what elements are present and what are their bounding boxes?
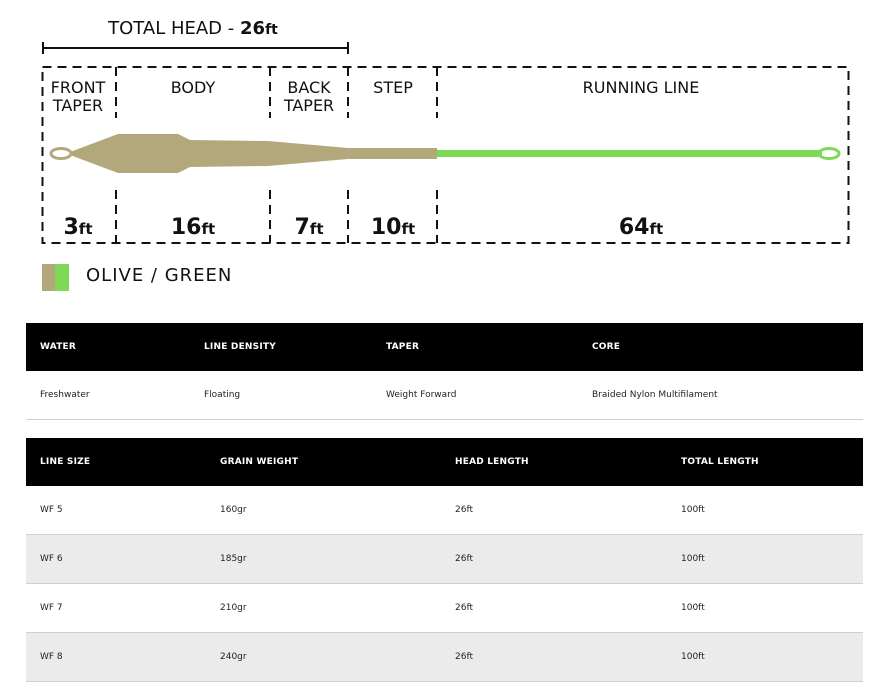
grain-weight-cell: 210gr	[206, 583, 441, 633]
core-value: Braided Nylon Multifilament	[578, 371, 863, 420]
front-loop	[49, 147, 73, 160]
step-length: 10ft	[371, 215, 415, 240]
step-label: STEP	[373, 78, 413, 97]
grain-weight-cell: 185gr	[206, 534, 441, 584]
back-taper-length: 7ft	[294, 215, 323, 240]
running-line-loop	[817, 147, 841, 160]
line-size-table: LINE SIZE GRAIN WEIGHT HEAD LENGTH TOTAL…	[26, 438, 863, 682]
table-row: WF 7 210gr 26ft 100ft	[26, 583, 863, 633]
header-taper: TAPER	[372, 323, 578, 371]
color-swatch	[42, 264, 69, 291]
line-size-cell: WF 8	[26, 632, 206, 682]
line-size-cell: WF 6	[26, 534, 206, 584]
front-taper-label-line2: TAPER	[52, 96, 103, 115]
line-spec-table: WATER LINE DENSITY TAPER CORE Freshwater…	[26, 323, 863, 420]
table-row: WF 5 160gr 26ft 100ft	[26, 486, 863, 535]
water-value: Freshwater	[26, 371, 190, 420]
line-size-cell: WF 7	[26, 583, 206, 633]
body-length: 16ft	[171, 215, 215, 240]
running-line-length: 64ft	[619, 215, 663, 240]
section-dividers	[115, 67, 438, 243]
header-water: WATER	[26, 323, 190, 371]
line-size-cell: WF 5	[26, 486, 206, 535]
table-row: WF 6 185gr 26ft 100ft	[26, 534, 863, 584]
head-length-cell: 26ft	[441, 534, 667, 584]
running-line	[437, 150, 822, 157]
head-length-cell: 26ft	[441, 632, 667, 682]
swatch-green	[55, 264, 69, 291]
color-label: OLIVE / GREEN	[86, 265, 233, 286]
header-head-length: HEAD LENGTH	[441, 438, 667, 486]
back-taper-label-line1: BACK	[287, 78, 331, 97]
taper-value: Weight Forward	[372, 371, 578, 420]
grain-weight-cell: 240gr	[206, 632, 441, 682]
head-profile	[70, 134, 437, 173]
running-line-label: RUNNING LINE	[583, 78, 700, 97]
header-core: CORE	[578, 323, 863, 371]
total-length-cell: 100ft	[667, 583, 863, 633]
total-length-cell: 100ft	[667, 534, 863, 584]
back-taper-label-line2: TAPER	[283, 96, 334, 115]
total-length-cell: 100ft	[667, 632, 863, 682]
header-line-density: LINE DENSITY	[190, 323, 372, 371]
grain-weight-cell: 160gr	[206, 486, 441, 535]
total-length-cell: 100ft	[667, 486, 863, 535]
table-row: WF 8 240gr 26ft 100ft	[26, 632, 863, 682]
line-density-value: Floating	[190, 371, 372, 420]
body-label: BODY	[171, 78, 216, 97]
header-total-length: TOTAL LENGTH	[667, 438, 863, 486]
head-length-cell: 26ft	[441, 583, 667, 633]
front-taper-length: 3ft	[63, 215, 92, 240]
sections-outline	[41, 66, 850, 244]
total-head-label: TOTAL HEAD - 26ft	[107, 18, 278, 39]
front-taper-label-line1: FRONT	[51, 78, 106, 97]
header-line-size: LINE SIZE	[26, 438, 206, 486]
swatch-olive	[42, 264, 55, 291]
header-grain-weight: GRAIN WEIGHT	[206, 438, 441, 486]
table-row: Freshwater Floating Weight Forward Braid…	[26, 371, 863, 420]
head-length-cell: 26ft	[441, 486, 667, 535]
